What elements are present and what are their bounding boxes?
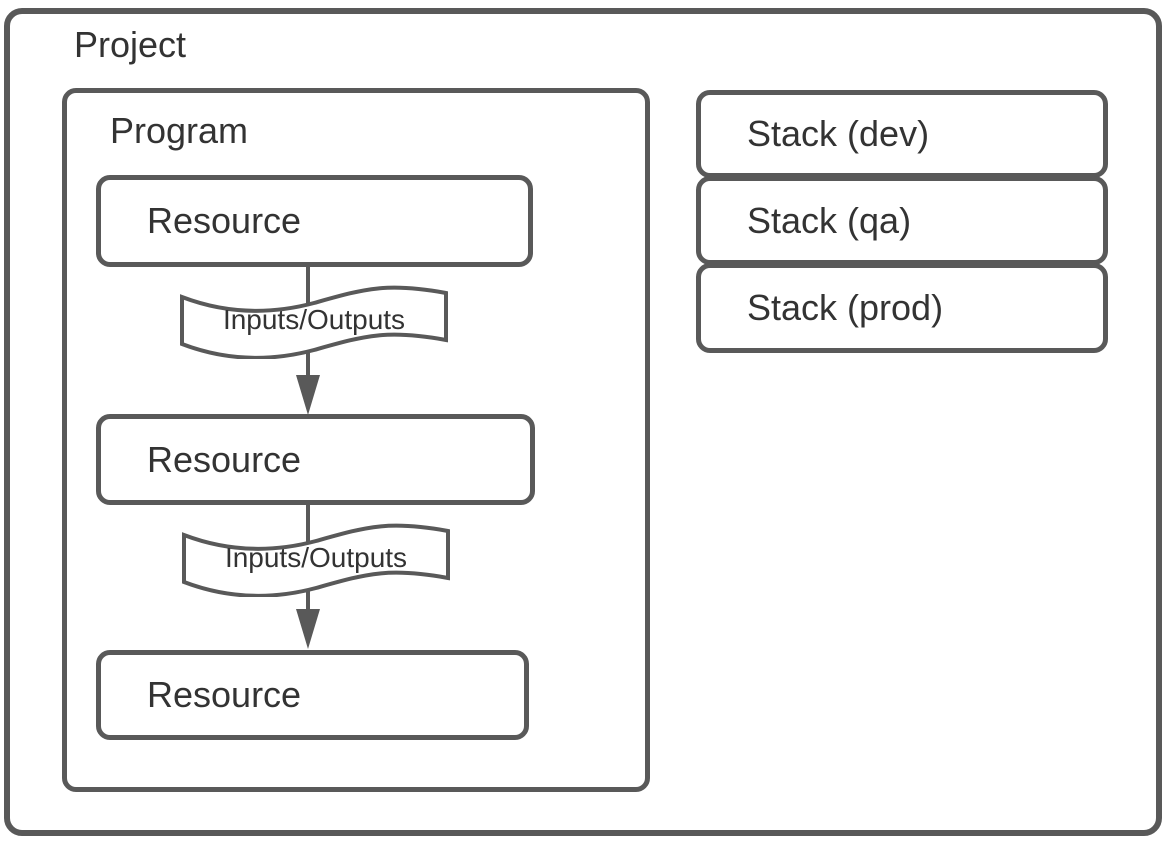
resource-node-2: Resource [96, 414, 535, 505]
project-label: Project [74, 24, 187, 65]
inputs-outputs-label: Inputs/Outputs [224, 542, 408, 573]
stack-node-qa: Stack (qa) [696, 176, 1108, 265]
program-label: Program [110, 110, 249, 151]
resource-node-3: Resource [96, 650, 529, 740]
stack-label: Stack (dev) [747, 113, 930, 154]
stack-node-prod: Stack (prod) [696, 263, 1108, 353]
inputs-outputs-shape-2: Inputs/Outputs [181, 519, 451, 597]
arrowhead-down-icon [296, 375, 320, 415]
tape-shape-icon [182, 523, 450, 597]
inputs-outputs-shape-1: Inputs/Outputs [179, 281, 449, 359]
resource-label: Resource [147, 674, 302, 715]
inputs-outputs-label: Inputs/Outputs [222, 304, 406, 335]
resource-label: Resource [147, 438, 302, 480]
tape-outline [182, 523, 450, 597]
arrowhead-down-icon [296, 609, 320, 649]
resource-node-1: Resource [96, 175, 533, 267]
stack-label: Stack (qa) [747, 199, 912, 241]
tape-outline [180, 285, 448, 359]
stack-label: Stack (prod) [747, 287, 944, 328]
stack-node-dev: Stack (dev) [696, 90, 1108, 178]
resource-label: Resource [147, 200, 302, 241]
tape-shape-icon [180, 285, 448, 359]
